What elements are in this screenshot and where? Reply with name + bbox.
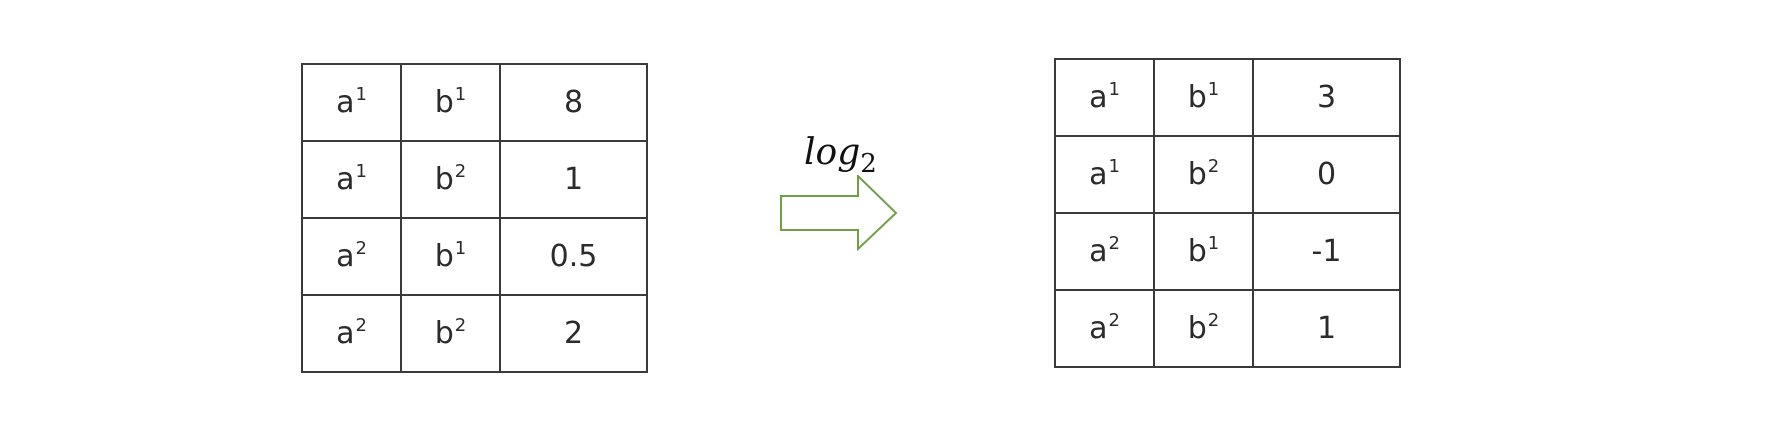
variable-a-name: a [336,85,355,120]
value-cell: 1 [499,140,648,219]
variable-b-cell: b1 [400,63,501,142]
table-row: a1 b1 8 [301,63,648,142]
variable-a-name: a [1089,80,1108,115]
transform-label: log2 [804,132,877,179]
value-cell: 0.5 [499,217,648,296]
log-transformed-factor-table: a1 b1 3 a1 b2 0 a2 b1 -1 a2 b2 1 [1054,58,1401,368]
variable-a-index: 2 [355,315,367,336]
variable-a-cell: a1 [301,63,402,142]
variable-b-cell: b1 [1153,212,1254,291]
variable-a-index: 2 [355,238,367,259]
right-arrow-icon [780,175,898,251]
variable-b-cell: b2 [1153,289,1254,368]
variable-b-cell: b1 [400,217,501,296]
variable-a-cell: a1 [301,140,402,219]
table-row: a2 b2 2 [301,294,648,373]
variable-a-index: 1 [355,161,367,182]
variable-a-index: 1 [1108,156,1120,177]
variable-a-cell: a2 [301,294,402,373]
variable-b-cell: b1 [1153,58,1254,137]
variable-a-name: a [1089,157,1108,192]
variable-b-name: b [434,162,454,197]
variable-b-cell: b2 [1153,135,1254,214]
variable-a-index: 2 [1108,310,1120,331]
variable-b-name: b [434,85,454,120]
original-factor-table: a1 b1 8 a1 b2 1 a2 b1 0.5 a2 b2 2 [301,63,648,373]
value-cell: -1 [1252,212,1401,291]
value-cell: 0 [1252,135,1401,214]
table-row: a2 b1 0.5 [301,217,648,296]
variable-b-name: b [1187,80,1207,115]
variable-b-name: b [1187,311,1207,346]
value-cell: 2 [499,294,648,373]
variable-a-cell: a2 [1054,212,1155,291]
variable-b-name: b [1187,234,1207,269]
variable-a-name: a [336,162,355,197]
variable-b-index: 2 [454,161,467,182]
variable-a-cell: a2 [301,217,402,296]
variable-b-index: 2 [454,315,467,336]
table-row: a2 b2 1 [1054,289,1401,368]
variable-b-index: 1 [454,84,467,105]
variable-b-name: b [434,239,454,274]
value-cell: 1 [1252,289,1401,368]
transform-function: log [804,132,861,173]
variable-a-index: 1 [355,84,367,105]
variable-a-index: 2 [1108,233,1120,254]
variable-a-name: a [1089,234,1108,269]
variable-b-cell: b2 [400,294,501,373]
value-cell: 8 [499,63,648,142]
variable-b-index: 2 [1207,310,1220,331]
arrow-shape [780,175,898,251]
variable-b-index: 2 [1207,156,1220,177]
variable-b-name: b [1187,157,1207,192]
table-row: a1 b2 0 [1054,135,1401,214]
variable-b-index: 1 [1207,79,1220,100]
variable-a-cell: a1 [1054,58,1155,137]
variable-b-index: 1 [1207,233,1220,254]
variable-a-name: a [336,239,355,274]
value-cell: 3 [1252,58,1401,137]
variable-a-cell: a1 [1054,135,1155,214]
variable-b-name: b [434,316,454,351]
table-row: a2 b1 -1 [1054,212,1401,291]
variable-a-index: 1 [1108,79,1120,100]
variable-a-name: a [1089,311,1108,346]
table-row: a1 b2 1 [301,140,648,219]
table-row: a1 b1 3 [1054,58,1401,137]
transform-base: 2 [860,149,877,179]
variable-b-cell: b2 [400,140,501,219]
variable-a-cell: a2 [1054,289,1155,368]
variable-b-index: 1 [454,238,467,259]
variable-a-name: a [336,316,355,351]
